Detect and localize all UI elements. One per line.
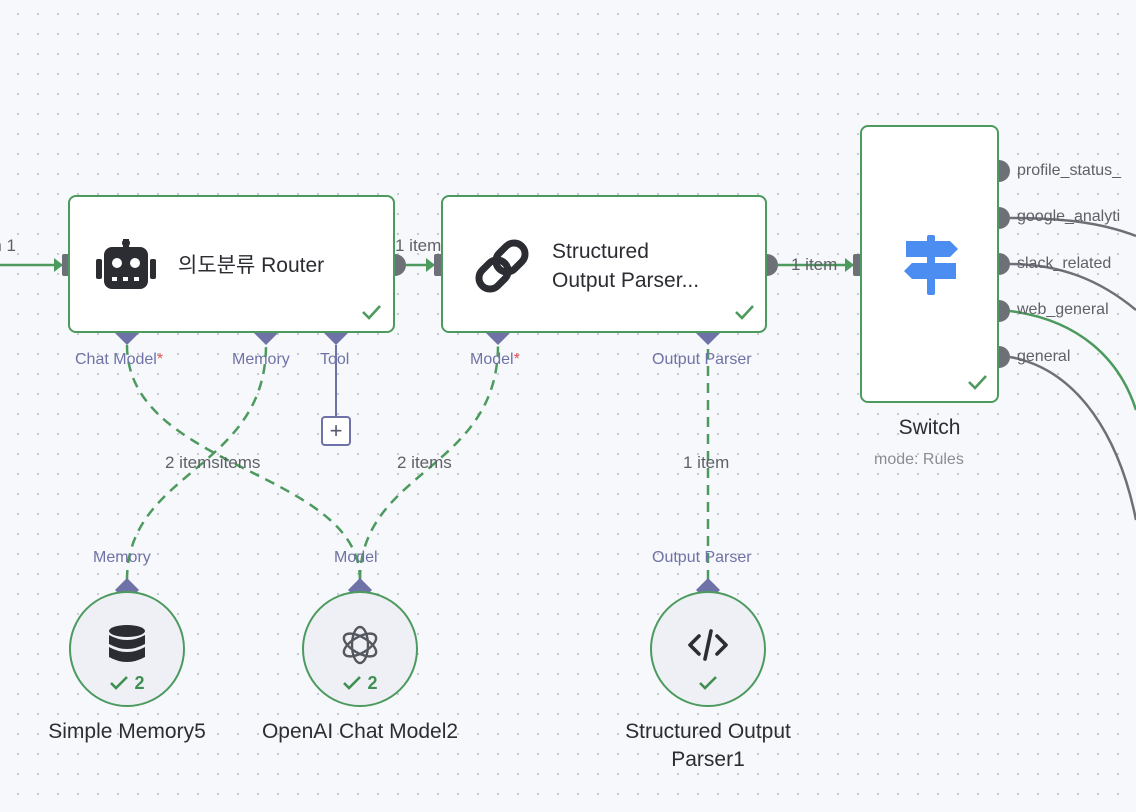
- edge-switch-out-5: [1009, 355, 1136, 521]
- simple-memory-node[interactable]: 2: [69, 591, 185, 707]
- memory-check-icon: [110, 676, 129, 690]
- switch-mode: mode: Rules: [874, 451, 964, 468]
- edge-switch-out-4: [1009, 309, 1136, 411]
- memory-node-port: Memory: [93, 549, 151, 566]
- model-run-badge: 2: [304, 673, 416, 694]
- code-icon: [688, 629, 728, 661]
- parser-port-model: Model*: [470, 351, 520, 368]
- switch-output-5: general: [1017, 348, 1071, 365]
- switch-name: Switch: [898, 416, 961, 439]
- switch-output-4: web_general: [1017, 301, 1109, 318]
- parser-success-check-icon: [735, 305, 754, 320]
- edge-switch-out-2: [1009, 216, 1136, 238]
- parser-port-output-parser: Output Parser: [652, 351, 752, 368]
- switch-output-3: slack_related: [1017, 255, 1112, 272]
- edge-label-model-to-parser: 2 items: [397, 453, 452, 472]
- edge-switch-out-3: [1009, 262, 1136, 311]
- edge-label-parser-to-switch: 1 item: [791, 255, 838, 274]
- parser1-check-icon: [699, 676, 717, 690]
- structured-parser1-name-line1: Structured Output: [625, 720, 791, 743]
- add-tool-button[interactable]: +: [321, 416, 351, 446]
- model-check-icon: [343, 676, 362, 690]
- robot-icon: [96, 239, 156, 289]
- signpost-icon: [904, 235, 958, 295]
- router-port-memory: Memory: [232, 351, 290, 368]
- openai-icon: [342, 625, 378, 665]
- router-port-chat-model: Chat Model*: [75, 351, 164, 368]
- edge-label-router-in: 1 item: [0, 236, 16, 255]
- edge-memory-to-router: [125, 344, 268, 581]
- router-success-check-icon: [362, 305, 381, 320]
- edge-label-memory-chat: 2 itemsitems: [165, 453, 261, 472]
- model-node-port: Model: [334, 549, 378, 566]
- structured-parser1-node[interactable]: [650, 591, 766, 707]
- arrow-switch-in: [845, 258, 854, 272]
- edge-model-to-parser: [358, 344, 500, 581]
- router-node[interactable]: 의도분류 Router: [68, 195, 395, 333]
- switch-output-1: profile_status_: [1017, 162, 1122, 179]
- chain-link-icon: [475, 239, 529, 293]
- structured-parser1-name-line2: Parser1: [671, 748, 745, 771]
- structured-parser-node[interactable]: Structured Output Parser...: [441, 195, 767, 333]
- structured-parser-title-line1: Structured: [552, 240, 649, 263]
- outputparser-node-port: Output Parser: [652, 549, 752, 566]
- memory-run-badge: 2: [71, 673, 183, 694]
- switch-node[interactable]: [860, 125, 999, 403]
- router-port-tool: Tool: [320, 351, 350, 368]
- database-icon: [109, 625, 145, 662]
- openai-model-node[interactable]: 2: [302, 591, 418, 707]
- arrow-parser-in: [426, 258, 435, 272]
- edge-label-router-to-parser: 1 item: [395, 236, 441, 255]
- router-title: 의도분류 Router: [178, 254, 325, 277]
- edge-label-output-parser: 1 item: [683, 453, 730, 472]
- switch-success-check-icon: [968, 375, 987, 390]
- arrow-router-in: [54, 258, 63, 272]
- edge-model-to-router: [125, 344, 362, 581]
- simple-memory-name: Simple Memory5: [48, 720, 206, 743]
- structured-parser-title-line2: Output Parser...: [552, 269, 700, 292]
- openai-model-name: OpenAI Chat Model2: [261, 720, 459, 743]
- parser1-run-badge: [652, 673, 764, 694]
- switch-output-2: google_analyti: [1017, 208, 1121, 225]
